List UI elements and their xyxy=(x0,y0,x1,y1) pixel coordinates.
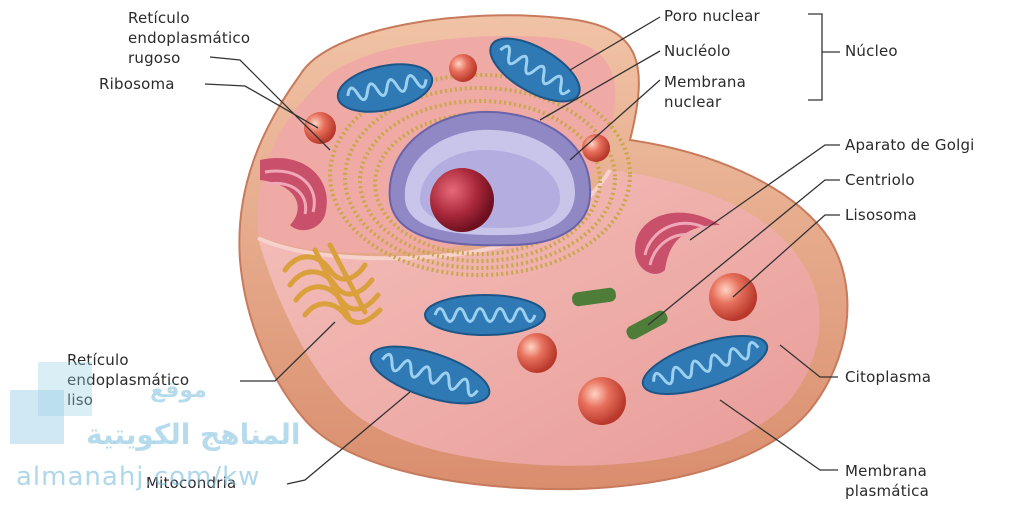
label-ribosoma: Ribosoma xyxy=(99,76,175,93)
label-rer-line3: rugoso xyxy=(128,50,181,67)
label-membrana-nuclear-line1: Membrana xyxy=(664,74,746,91)
nucleolus-shape xyxy=(430,168,494,232)
label-rer-line1: Retículo xyxy=(128,10,190,27)
watermark-line1: موقع xyxy=(150,378,207,403)
label-membrana-plasmatica-line2: plasmática xyxy=(845,483,929,500)
watermark-line2: المناهج الكويتية xyxy=(86,418,300,451)
watermark-line3: almanahj.com/kw xyxy=(16,462,260,492)
label-nucleolo: Nucléolo xyxy=(664,43,731,60)
label-membrana-plasmatica-line1: Membrana xyxy=(845,463,927,480)
label-citoplasma: Citoplasma xyxy=(845,369,931,386)
label-centriolo: Centriolo xyxy=(845,172,915,189)
label-rer-line2: endoplasmático xyxy=(128,30,250,47)
label-golgi: Aparato de Golgi xyxy=(845,137,975,154)
label-membrana-nuclear-line2: nuclear xyxy=(664,94,721,111)
label-nucleo: Núcleo xyxy=(845,43,898,60)
label-lisosoma: Lisosoma xyxy=(845,207,917,224)
label-poro-nuclear: Poro nuclear xyxy=(664,8,760,25)
